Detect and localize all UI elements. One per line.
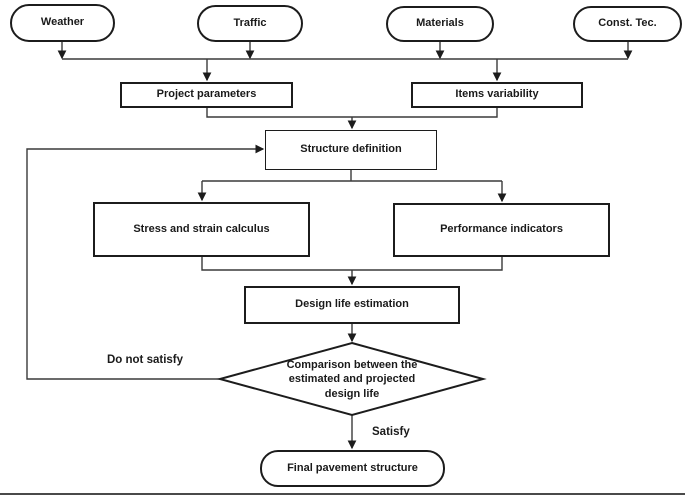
label-satisfy: Satisfy xyxy=(372,426,410,438)
process-performance-indicators: Performance indicators xyxy=(393,203,610,257)
process-items-variability: Items variability xyxy=(411,82,583,108)
edge-row3-merge xyxy=(201,257,503,271)
label-do-not-satisfy: Do not satisfy xyxy=(106,354,184,366)
process-design-life-estimation: Design life estimation xyxy=(244,286,460,324)
bottom-rule xyxy=(0,493,685,495)
process-project-parameters: Project parameters xyxy=(120,82,293,108)
decision-diamond-shape xyxy=(216,341,487,417)
edge-feedback-loop xyxy=(26,144,265,380)
input-weather: Weather xyxy=(10,4,115,42)
terminal-final-pavement-structure: Final pavement structure xyxy=(260,450,445,487)
input-const-tec: Const. Tec. xyxy=(573,6,682,42)
input-materials: Materials xyxy=(386,6,494,42)
input-traffic: Traffic xyxy=(197,5,303,42)
edge-row2-merge xyxy=(206,107,498,118)
process-stress-strain-calculus: Stress and strain calculus xyxy=(93,202,310,257)
process-structure-definition: Structure definition xyxy=(265,130,437,170)
decision-comparison-text: Comparison between the estimated and pro… xyxy=(286,359,418,400)
